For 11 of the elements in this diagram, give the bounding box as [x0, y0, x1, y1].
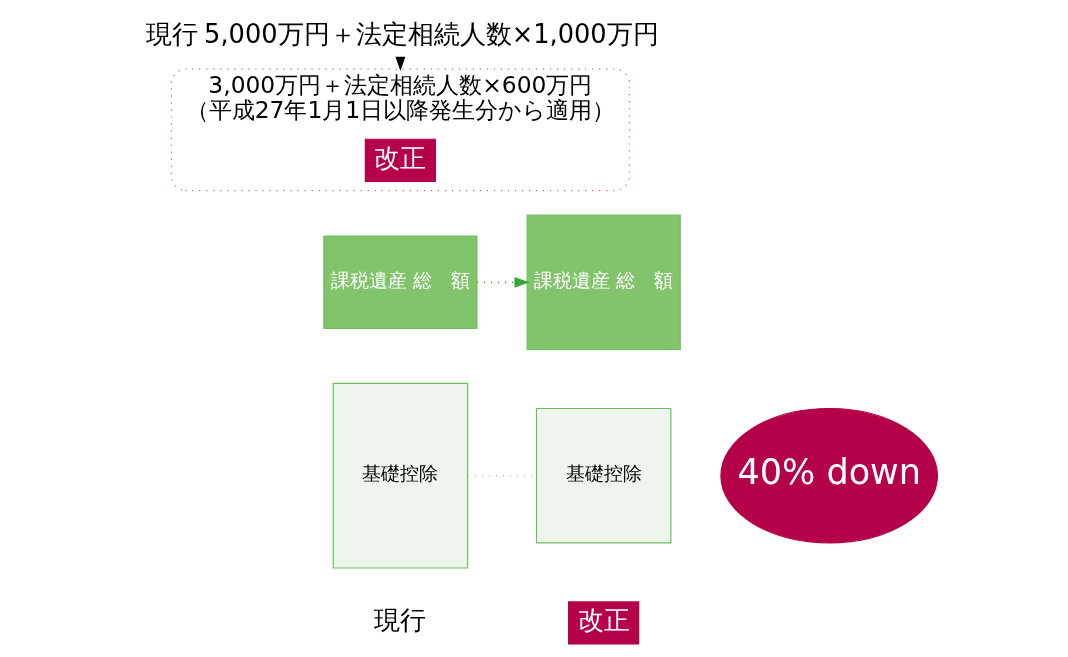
node-text: 5,000万円＋法定相続人数×1,000万円	[203, 18, 659, 49]
node-box: 基礎控除	[332, 382, 468, 569]
node-box: 改正	[567, 601, 639, 645]
node-ellipse: 40% down	[719, 407, 938, 544]
node-box: 課税遺産 総 額	[526, 214, 681, 351]
node-box: 課税遺産 総 額	[322, 235, 477, 330]
node-box: 改正	[364, 138, 436, 182]
node-box: 基礎控除	[535, 407, 671, 544]
label: 現行	[373, 605, 426, 636]
arrow	[475, 277, 530, 288]
node-label: 現行	[145, 18, 198, 49]
